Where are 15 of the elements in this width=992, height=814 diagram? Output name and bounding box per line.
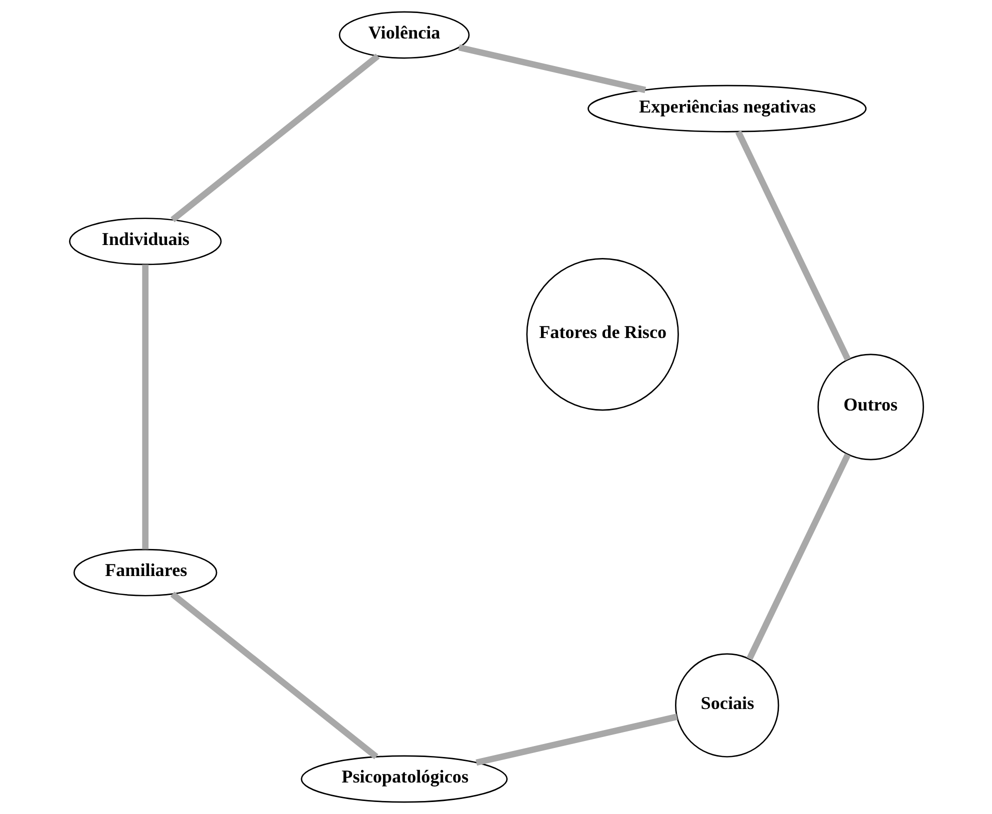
connector (746, 453, 850, 660)
connector (142, 264, 148, 550)
node-ellipse: Violência (338, 11, 470, 59)
node-circle: Sociais (674, 653, 779, 758)
node-ellipse: Familiares (72, 548, 217, 596)
connector (170, 54, 380, 222)
node-ellipse: Psicopatológicos (300, 755, 508, 803)
node-ellipse: Individuais (68, 218, 222, 266)
connector (475, 714, 678, 766)
node-circle: Fatores de Risco (526, 258, 678, 411)
node-circle: Outros (816, 354, 924, 460)
connector (458, 44, 646, 94)
node-ellipse: Experiências negativas (587, 84, 866, 132)
connector (170, 592, 378, 760)
connector (734, 130, 850, 361)
